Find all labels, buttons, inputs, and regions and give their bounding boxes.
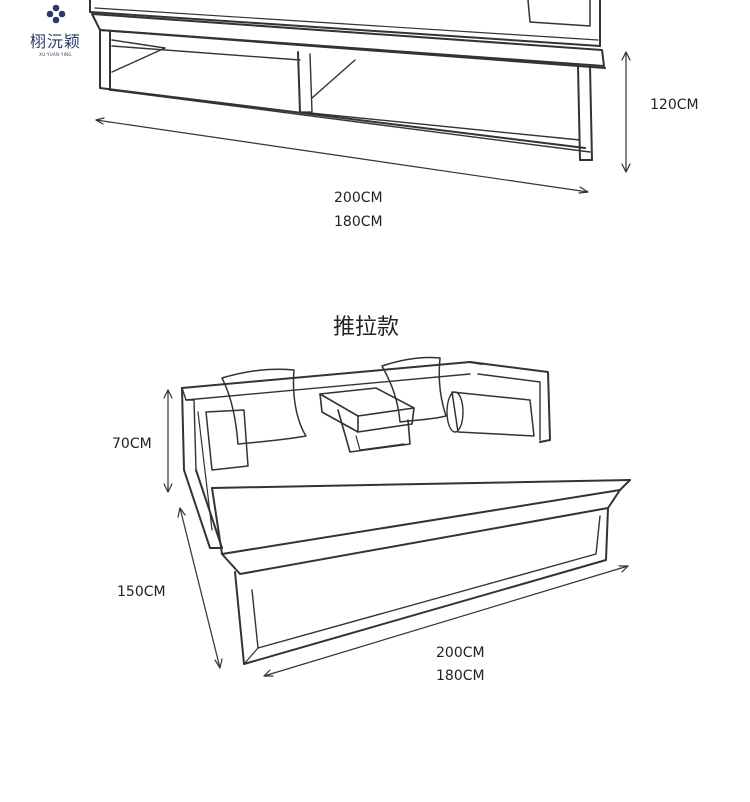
logo-name: 栩沅颖 — [29, 32, 81, 51]
bottom-height-label: 70CM — [112, 436, 152, 452]
logo-subtitle: XU YUAN YING — [39, 52, 72, 57]
top-length-label-180: 180CM — [334, 214, 383, 230]
top-height-label: 120CM — [650, 97, 699, 113]
top-dimension-lines — [95, 51, 631, 194]
logo-emblem-icon — [46, 4, 65, 24]
top-daybed-sketch — [89, 0, 606, 161]
bottom-length-label-200: 200CM — [436, 645, 485, 661]
bottom-length-label-180: 180CM — [436, 668, 485, 684]
top-length-label-200: 200CM — [334, 190, 383, 206]
bottom-daybed-sketch — [181, 356, 631, 665]
bottom-dimension-lines — [163, 389, 629, 677]
brand-logo: 栩沅颖 XU YUAN YING — [18, 4, 93, 57]
section-title: 推拉款 — [333, 315, 400, 340]
bottom-depth-label: 150CM — [117, 584, 166, 600]
